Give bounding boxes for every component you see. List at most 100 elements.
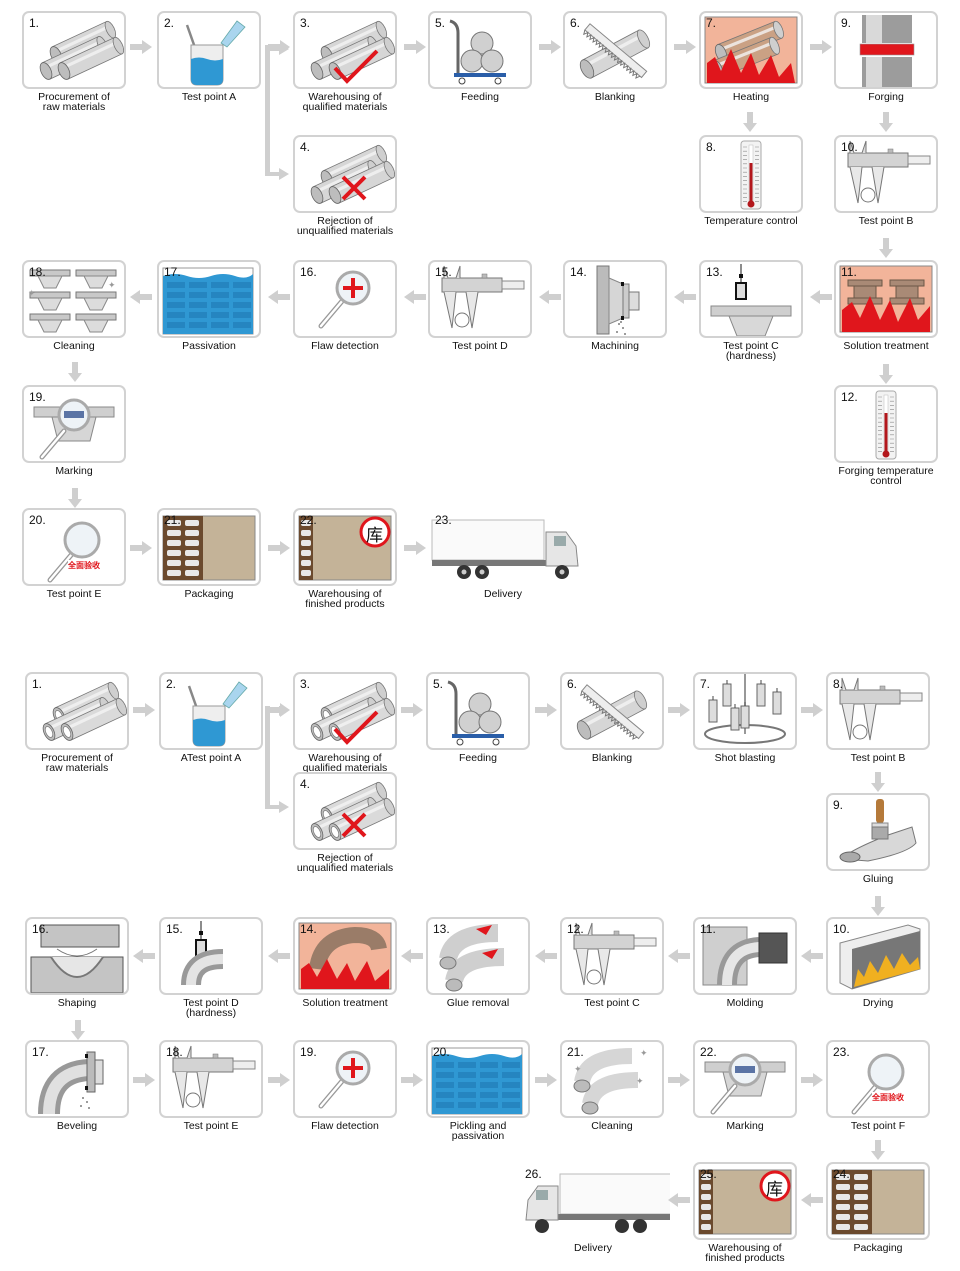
step-label: Blanking	[560, 753, 664, 764]
step-label-line: raw materials	[42, 101, 106, 113]
step-card: 1.	[22, 11, 126, 89]
flange-arrow-right-icon	[268, 541, 290, 555]
step-label-line: Pickling and passivation	[449, 1120, 507, 1142]
flange-step-9: 9. Forging	[834, 11, 938, 102]
flange-step-10: 10. Test point B	[834, 135, 938, 226]
step-label: Pickling and passivation	[426, 1120, 530, 1142]
elbow-step-7: 7. Shot blasting	[693, 672, 797, 763]
step-card: 23.	[428, 508, 582, 586]
step-label: Cleaning	[560, 1121, 664, 1132]
step-card: 16.	[25, 917, 129, 995]
elbow-arrow-left-icon	[668, 1193, 690, 1207]
step-number: 14.	[300, 922, 317, 936]
step-label: Cleaning	[22, 340, 126, 352]
step-number: 9.	[841, 16, 852, 30]
step-label-line: Marking	[55, 465, 93, 477]
step-label-line: Solution treatment	[843, 340, 929, 352]
step-card: 15.	[428, 260, 532, 338]
step-number: 21.	[567, 1045, 584, 1059]
step-label-line: Delivery	[574, 1242, 612, 1254]
step-number: 1.	[29, 16, 40, 30]
step-label: Temperature control	[699, 216, 803, 227]
step-number: 11.	[841, 265, 857, 279]
flange-step-7: 7. Heating	[699, 11, 803, 102]
elbow-step-21: 21. ✦✦✦ Cleaning	[560, 1040, 664, 1131]
flange-arrow-down-icon	[879, 112, 893, 132]
step-label: Flaw detection	[293, 1121, 397, 1132]
step-label-line: Solution treatment	[302, 997, 388, 1009]
step-number: 7.	[706, 16, 717, 30]
elbow-arrow-left-icon	[535, 949, 557, 963]
step-label-line: Warehousing of	[308, 91, 382, 103]
step-number: 21.	[164, 513, 181, 527]
step-card: 5.	[426, 672, 530, 750]
step-number: 3.	[300, 16, 311, 30]
step-label-line: Test point D	[452, 340, 508, 352]
elbow-arrow-left-icon	[668, 949, 690, 963]
flange-arrow-left-icon	[404, 290, 426, 304]
svg-text:✦: ✦	[636, 1076, 644, 1086]
step-label: Test point B	[834, 215, 938, 227]
step-label-line: Gluing	[862, 873, 894, 885]
step-card: 7.	[693, 672, 797, 750]
step-card: 9.	[834, 11, 938, 89]
elbow-arrow-right-icon	[133, 703, 155, 717]
step-card: 13.	[426, 917, 530, 995]
step-label: Delivery	[518, 1242, 668, 1254]
step-label-line: Test point C	[584, 997, 640, 1009]
step-label: Molding	[693, 997, 797, 1009]
elbow-step-14: 14. Solution treatment	[293, 917, 397, 1008]
elbow-step-11: 11. Molding	[693, 917, 797, 1008]
elbow-arrow-left-icon	[401, 949, 423, 963]
step-label-line: Heating	[732, 91, 770, 103]
step-label: Test point D	[428, 340, 532, 352]
step-label: Machining	[563, 340, 667, 352]
step-card: 1.	[25, 672, 129, 750]
step-card: 13.	[699, 260, 803, 338]
step-card: 6.	[560, 672, 664, 750]
step-card: 21. ✦✦✦	[560, 1040, 664, 1118]
flange-arrow-down-icon	[879, 238, 893, 258]
step-label-line: Glue removal	[446, 997, 510, 1009]
step-number: 12.	[567, 922, 584, 936]
elbow-branch-connector	[265, 706, 291, 813]
step-number: 11.	[700, 922, 716, 936]
step-label: Shot blasting	[693, 753, 797, 764]
step-label: Packaging	[826, 1242, 930, 1254]
step-card: 26.	[518, 1162, 672, 1240]
step-number: 9.	[833, 798, 844, 812]
step-label-line: Test point B	[858, 215, 914, 227]
step-card: 19.	[22, 385, 126, 463]
elbow-step-9: 9. Gluing	[826, 793, 930, 884]
flange-arrow-left-icon	[810, 290, 832, 304]
step-label-line: Cleaning	[53, 340, 95, 352]
step-number: 17.	[32, 1045, 49, 1059]
step-label: Gluing	[826, 873, 930, 885]
step-number: 19.	[29, 390, 46, 404]
step-label-line: Beveling	[56, 1120, 98, 1132]
step-label-line: Machining	[591, 340, 639, 352]
step-label-line: Molding	[726, 997, 764, 1009]
elbow-arrow-right-icon	[801, 703, 823, 717]
step-label: Test point E	[22, 589, 126, 600]
step-number: 15.	[166, 922, 183, 936]
step-number: 13.	[706, 265, 723, 279]
step-card: 22. 库	[293, 508, 397, 586]
step-card: 16.	[293, 260, 397, 338]
flange-arrow-right-icon	[130, 40, 152, 54]
flange-branch-connector	[265, 45, 291, 180]
step-label-line: Packaging	[184, 588, 234, 600]
step-card: 24.	[826, 1162, 930, 1240]
step-card: 3.	[293, 672, 397, 750]
step-label-line: Test point C (hardness)	[723, 340, 779, 362]
step-number: 20.	[29, 513, 46, 527]
step-label-line: Packaging	[853, 1242, 903, 1254]
step-card: 15.	[159, 917, 263, 995]
step-card: 11.	[693, 917, 797, 995]
